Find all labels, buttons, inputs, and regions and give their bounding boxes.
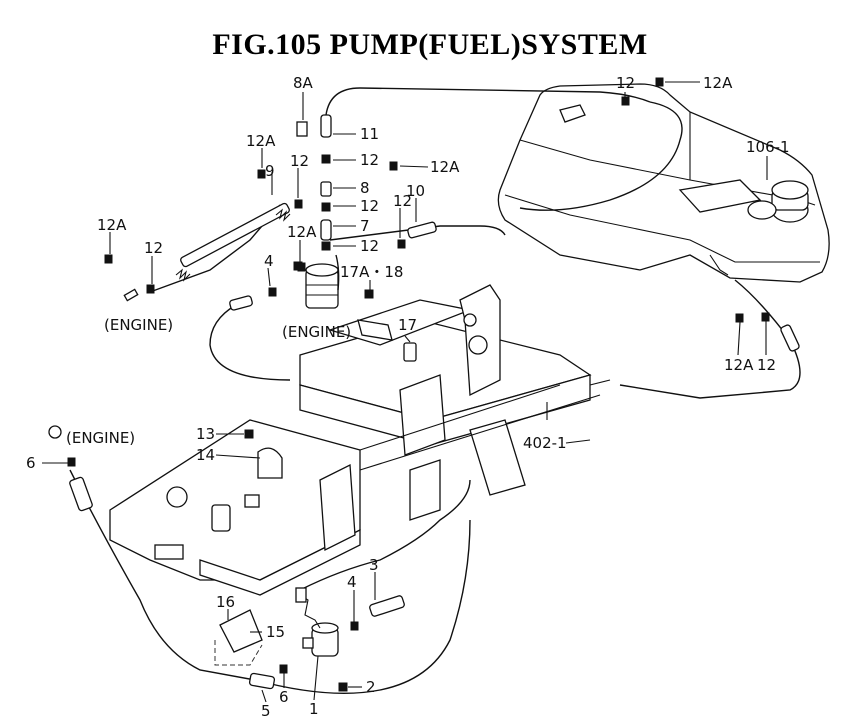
callout-6: 6 <box>26 454 36 472</box>
figure-title: FIG.105 PUMP(FUEL)SYSTEM <box>212 28 648 61</box>
callout-12a: 12A <box>703 74 733 92</box>
callout-12a: 12A <box>287 223 317 241</box>
callout-12: 12 <box>393 192 412 210</box>
callout-12a: 12A <box>430 158 460 176</box>
callout-402-1: 402-1 <box>523 434 567 452</box>
leader-lines <box>42 81 768 703</box>
hose-5 <box>248 672 276 690</box>
callout-3: 3 <box>369 556 379 574</box>
fitting-stack <box>296 114 332 251</box>
callout-14: 14 <box>196 446 215 464</box>
callout-9: 9 <box>265 162 275 180</box>
bracket-16 <box>214 609 263 666</box>
hose-engine <box>69 476 93 512</box>
callout-12a: 12A <box>246 132 276 150</box>
callout-12a: 12A <box>97 216 127 234</box>
callout-7: 7 <box>360 217 370 235</box>
callout-11: 11 <box>360 125 379 143</box>
callout-4: 4 <box>264 252 274 270</box>
callout-17a-18: 17A・18 <box>340 263 403 281</box>
callout-12: 12 <box>360 197 379 215</box>
callout-12: 12 <box>616 74 635 92</box>
callout-12: 12 <box>360 237 379 255</box>
callout-6: 6 <box>279 688 289 706</box>
callout-labels: 8A 11 12 12A 8 12 7 12 12A 12 9 12A 12 1… <box>26 74 790 718</box>
engine-note: (ENGINE) <box>104 316 173 334</box>
callout-15: 15 <box>266 623 285 641</box>
hose-3 <box>369 595 405 617</box>
clamp-14 <box>244 429 283 479</box>
callout-16: 16 <box>216 593 235 611</box>
callout-8: 8 <box>360 179 370 197</box>
engine-note: (ENGINE) <box>282 323 351 341</box>
callout-4: 4 <box>347 573 357 591</box>
frame-assembly <box>109 284 611 596</box>
fuel-tank <box>497 83 830 283</box>
hose-9 <box>175 202 291 282</box>
callout-5: 5 <box>261 702 271 718</box>
engine-notes: (ENGINE) (ENGINE) (ENGINE) <box>66 316 351 447</box>
callout-12: 12 <box>757 356 776 374</box>
callout-106-1: 106-1 <box>746 138 790 156</box>
hose-tank <box>780 324 800 352</box>
callout-12a: 12A <box>724 356 754 374</box>
callout-2: 2 <box>366 678 376 696</box>
callout-1: 1 <box>309 700 319 718</box>
hose-left <box>229 295 253 311</box>
callout-8a: 8A <box>293 74 314 92</box>
callout-12: 12 <box>290 152 309 170</box>
callout-17: 17 <box>398 316 417 334</box>
bracket-17a <box>357 289 417 362</box>
callout-13: 13 <box>196 425 215 443</box>
engine-note: (ENGINE) <box>66 429 135 447</box>
fuel-pump <box>295 587 348 692</box>
callout-12: 12 <box>144 239 163 257</box>
callout-12: 12 <box>360 151 379 169</box>
callout-10: 10 <box>406 182 425 200</box>
hose-10 <box>407 221 437 239</box>
